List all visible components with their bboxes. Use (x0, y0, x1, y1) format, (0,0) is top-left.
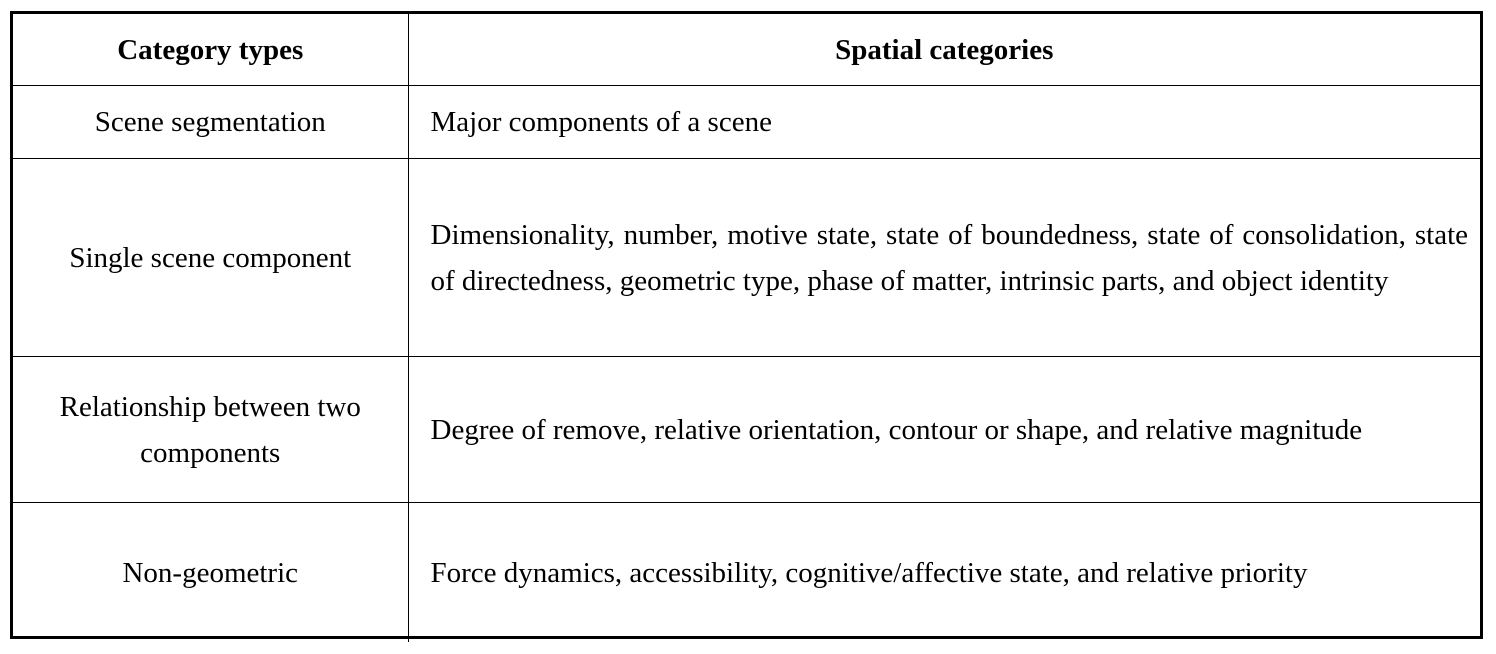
table-row: Single scene component Dimensionality, n… (13, 158, 1480, 357)
category-type-cell: Relationship between two components (13, 356, 409, 503)
table-row: Non-geometric Force dynamics, accessibil… (13, 502, 1480, 642)
category-type-cell: Single scene component (13, 158, 409, 357)
table: Category types Spatial categories Scene … (13, 14, 1480, 642)
spatial-categories-cell: Major components of a scene (407, 85, 1480, 159)
spatial-categories-table: Category types Spatial categories Scene … (10, 11, 1483, 642)
table-row: Scene segmentation Major components of a… (13, 85, 1480, 159)
header-category-types: Category types (13, 14, 409, 86)
table-row: Relationship between two components Degr… (13, 356, 1480, 503)
header-spatial-categories: Spatial categories (407, 14, 1480, 86)
spatial-categories-cell: Degree of remove, relative orientation, … (407, 356, 1480, 503)
spatial-categories-cell: Dimensionality, number, motive state, st… (407, 158, 1480, 357)
spatial-categories-cell: Force dynamics, accessibility, cognitive… (407, 502, 1480, 642)
category-type-cell: Scene segmentation (13, 85, 409, 159)
header-row: Category types Spatial categories (13, 14, 1480, 86)
category-type-cell: Non-geometric (13, 502, 409, 642)
